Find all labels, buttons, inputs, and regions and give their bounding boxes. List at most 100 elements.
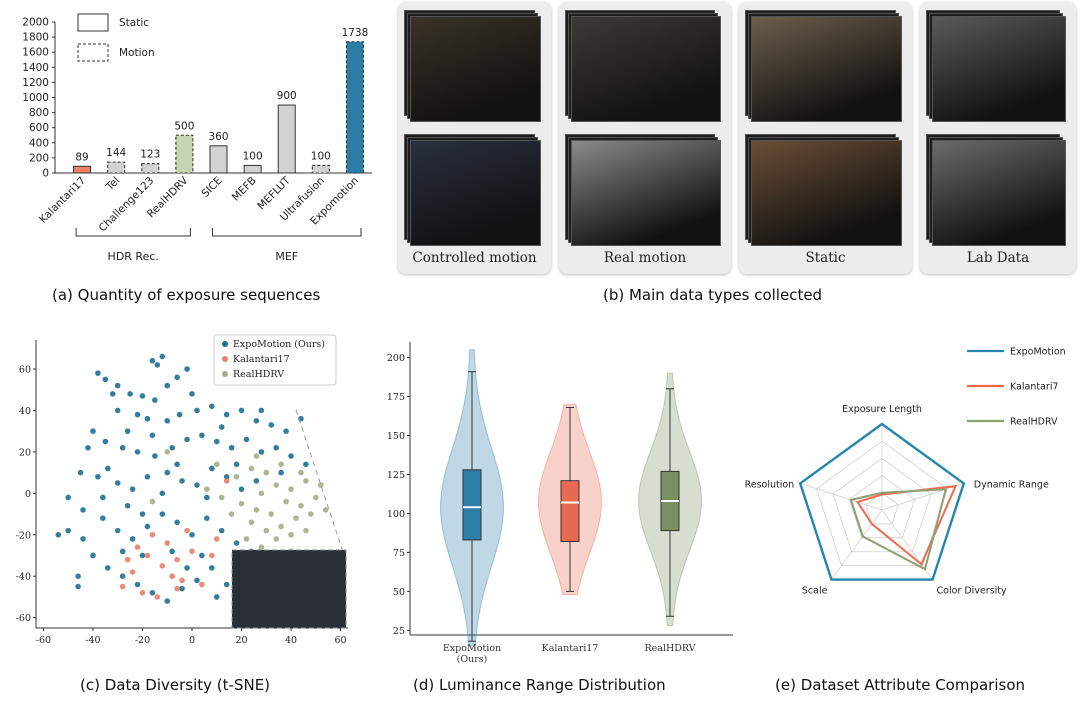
legend-marker	[222, 341, 228, 347]
scatter-point	[233, 540, 240, 546]
scatter-point	[248, 465, 255, 472]
photo-frame	[932, 16, 1066, 122]
inset-connector	[295, 409, 345, 556]
bar-value-label: 1738	[342, 27, 369, 39]
x-tick-label: MEFB	[230, 175, 259, 204]
scatter-point	[149, 498, 156, 505]
y-tick-label: 200	[387, 353, 405, 364]
y-tick-label: 1800	[22, 32, 49, 44]
y-tick-label: 1400	[22, 62, 49, 74]
scatter-point	[129, 486, 136, 492]
scatter-point	[149, 432, 156, 439]
scatter-point	[114, 527, 121, 534]
scatter-point	[129, 536, 136, 542]
scatter-point	[263, 469, 270, 476]
scatter-point	[159, 490, 166, 497]
x-tick-label: 0	[189, 635, 195, 646]
scatter-point	[119, 573, 126, 580]
scatter-point	[77, 469, 84, 476]
scatter-point	[209, 565, 215, 571]
x-tick-label: 20	[235, 635, 247, 646]
scatter-point	[248, 519, 255, 526]
scatter-point	[298, 469, 304, 476]
scatter-point	[223, 473, 230, 480]
scatter-point	[313, 494, 319, 501]
photo-stack-top	[745, 10, 906, 122]
legend-label: RealHDRV	[233, 369, 284, 380]
y-tick-label: 100	[387, 509, 405, 520]
scatter-point	[243, 436, 250, 443]
scatter-point	[134, 581, 141, 588]
scatter-point	[179, 478, 185, 484]
bar-Kalantari17	[73, 165, 92, 174]
grid-spoke	[881, 483, 964, 511]
scatter-point	[134, 449, 141, 455]
caption-c: (c) Data Diversity (t-SNE)	[80, 676, 271, 694]
legend-label: ExpoMotion	[1010, 347, 1066, 358]
scatter-point	[95, 370, 101, 376]
scatter-point	[298, 502, 304, 509]
scatter-point	[218, 527, 225, 534]
y-tick-label: 60	[19, 365, 31, 376]
scatter-point	[228, 444, 235, 451]
scatter-point	[124, 502, 131, 509]
scatter-point	[258, 544, 265, 550]
luminance-violin-chart: 255075100125150175200ExpoMotion(Ours)Kal…	[387, 342, 733, 665]
scatter-point	[184, 366, 190, 372]
scatter-point	[243, 536, 250, 542]
scatter-point	[75, 583, 81, 590]
scatter-point	[194, 482, 200, 488]
scatter-point	[179, 585, 185, 592]
scatter-point	[283, 498, 289, 505]
scatter-point	[139, 393, 146, 399]
scatter-point	[102, 438, 109, 445]
scatter-point	[233, 461, 240, 468]
y-tick-label: 25	[393, 626, 405, 637]
y-tick-label: 0	[25, 489, 31, 500]
scatter-point	[164, 418, 171, 424]
bar-value-label: 500	[174, 120, 194, 132]
photo-stack-bottom	[926, 134, 1070, 246]
scatter-point	[124, 428, 131, 434]
x-tick-label: ExpoMotion	[443, 643, 501, 654]
scatter-point	[273, 482, 279, 488]
axis-label: Color Diversity	[937, 586, 1007, 597]
photo-card-label: Real motion	[603, 250, 687, 266]
y-tick-label: 800	[29, 107, 49, 119]
radar-series-RealHDRV	[849, 488, 948, 571]
scatter-point	[293, 515, 299, 521]
legend-marker	[222, 371, 228, 377]
scatter-point	[164, 540, 171, 546]
grid-ring	[816, 440, 948, 567]
y-tick-label: 75	[393, 548, 405, 559]
scatter-point	[184, 436, 190, 443]
scatter-point	[75, 573, 81, 580]
scatter-point	[149, 531, 156, 538]
scatter-point	[223, 478, 230, 484]
scatter-point	[95, 473, 101, 480]
group-label: HDR Rec.	[108, 250, 159, 263]
caption-d: (d) Luminance Range Distribution	[413, 676, 666, 694]
scatter-point	[253, 418, 260, 424]
y-tick-label: 2000	[22, 17, 49, 29]
scatter-point	[174, 519, 180, 526]
scatter-point	[105, 465, 111, 472]
scatter-point	[154, 594, 161, 600]
y-tick-label: 125	[387, 470, 405, 481]
legend-label: ExpoMotion (Ours)	[233, 339, 325, 350]
scatter-point	[55, 531, 62, 538]
scatter-point	[283, 428, 289, 434]
scatter-point	[204, 494, 210, 501]
axis-label: Resolution	[745, 479, 795, 490]
legend-box	[213, 334, 337, 386]
photo-card-label: Controlled motion	[412, 250, 537, 266]
scatter-point	[184, 565, 190, 571]
scatter-point	[268, 422, 275, 428]
group-bracket	[75, 228, 191, 237]
scatter-point	[85, 444, 91, 451]
group-bracket	[212, 228, 362, 237]
photo-frame	[932, 140, 1066, 246]
